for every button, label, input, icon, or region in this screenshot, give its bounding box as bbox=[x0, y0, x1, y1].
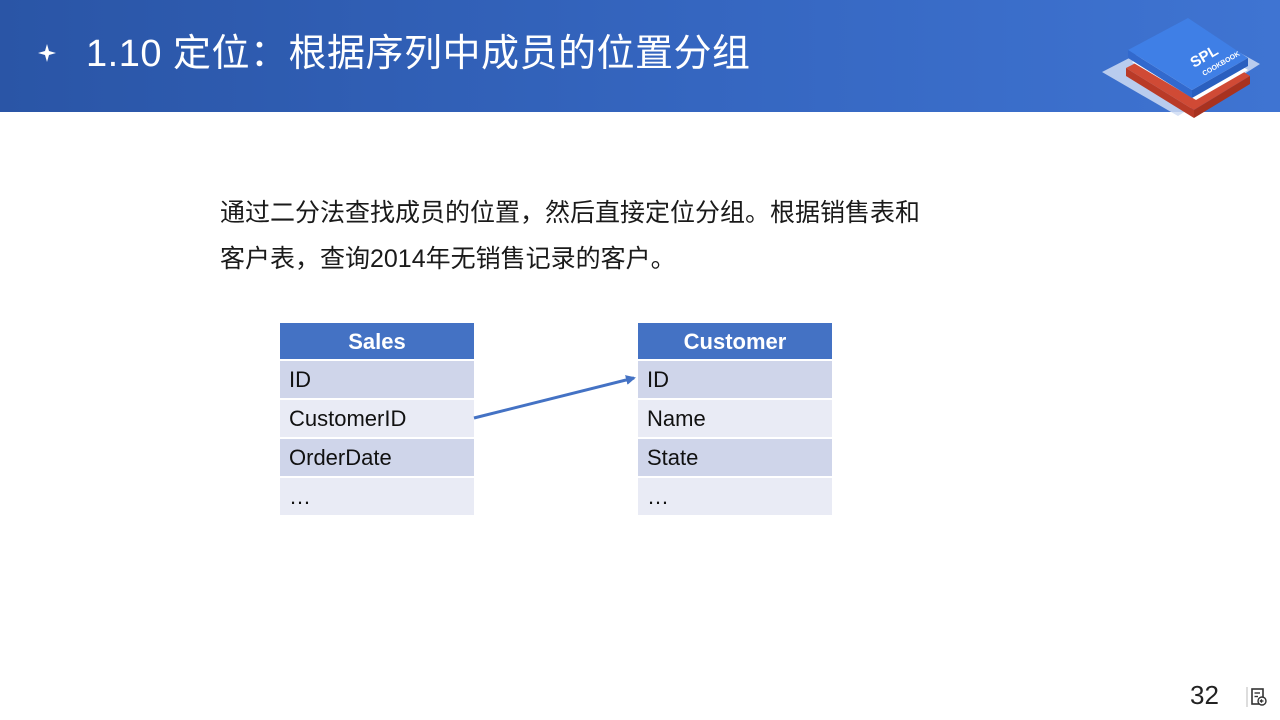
slide-return-icon[interactable] bbox=[1246, 687, 1268, 707]
customer-row-id: ID bbox=[638, 361, 832, 400]
customer-row-state: State bbox=[638, 439, 832, 478]
customer-table-header: Customer bbox=[638, 323, 832, 361]
spl-cookbook-book-icon: SPL COOKBOOK bbox=[1102, 18, 1260, 118]
sales-row-more: … bbox=[280, 478, 474, 517]
sales-row-customerid: CustomerID bbox=[280, 400, 474, 439]
sales-row-id: ID bbox=[280, 361, 474, 400]
page-number: 32 bbox=[1190, 680, 1219, 710]
sales-table-header: Sales bbox=[280, 323, 474, 361]
customer-row-name: Name bbox=[638, 400, 832, 439]
customer-table: Customer ID Name State … bbox=[638, 323, 832, 517]
customer-row-more: … bbox=[638, 478, 832, 517]
description-line-2: 客户表，查询2014年无销售记录的客户。 bbox=[220, 245, 676, 273]
sales-row-orderdate: OrderDate bbox=[280, 439, 474, 478]
description-line-1: 通过二分法查找成员的位置，然后直接定位分组。根据销售表和 bbox=[220, 199, 921, 227]
sales-table: Sales ID CustomerID OrderDate … bbox=[280, 323, 474, 517]
slide-header: 1.10 定位：根据序列中成员的位置分组 bbox=[0, 0, 1280, 112]
slide-title: 1.10 定位：根据序列中成员的位置分组 bbox=[86, 33, 751, 75]
slide-description: 通过二分法查找成员的位置，然后直接定位分组。根据销售表和 客户表，查询2014年… bbox=[220, 190, 1000, 282]
four-point-star-icon bbox=[38, 44, 56, 62]
